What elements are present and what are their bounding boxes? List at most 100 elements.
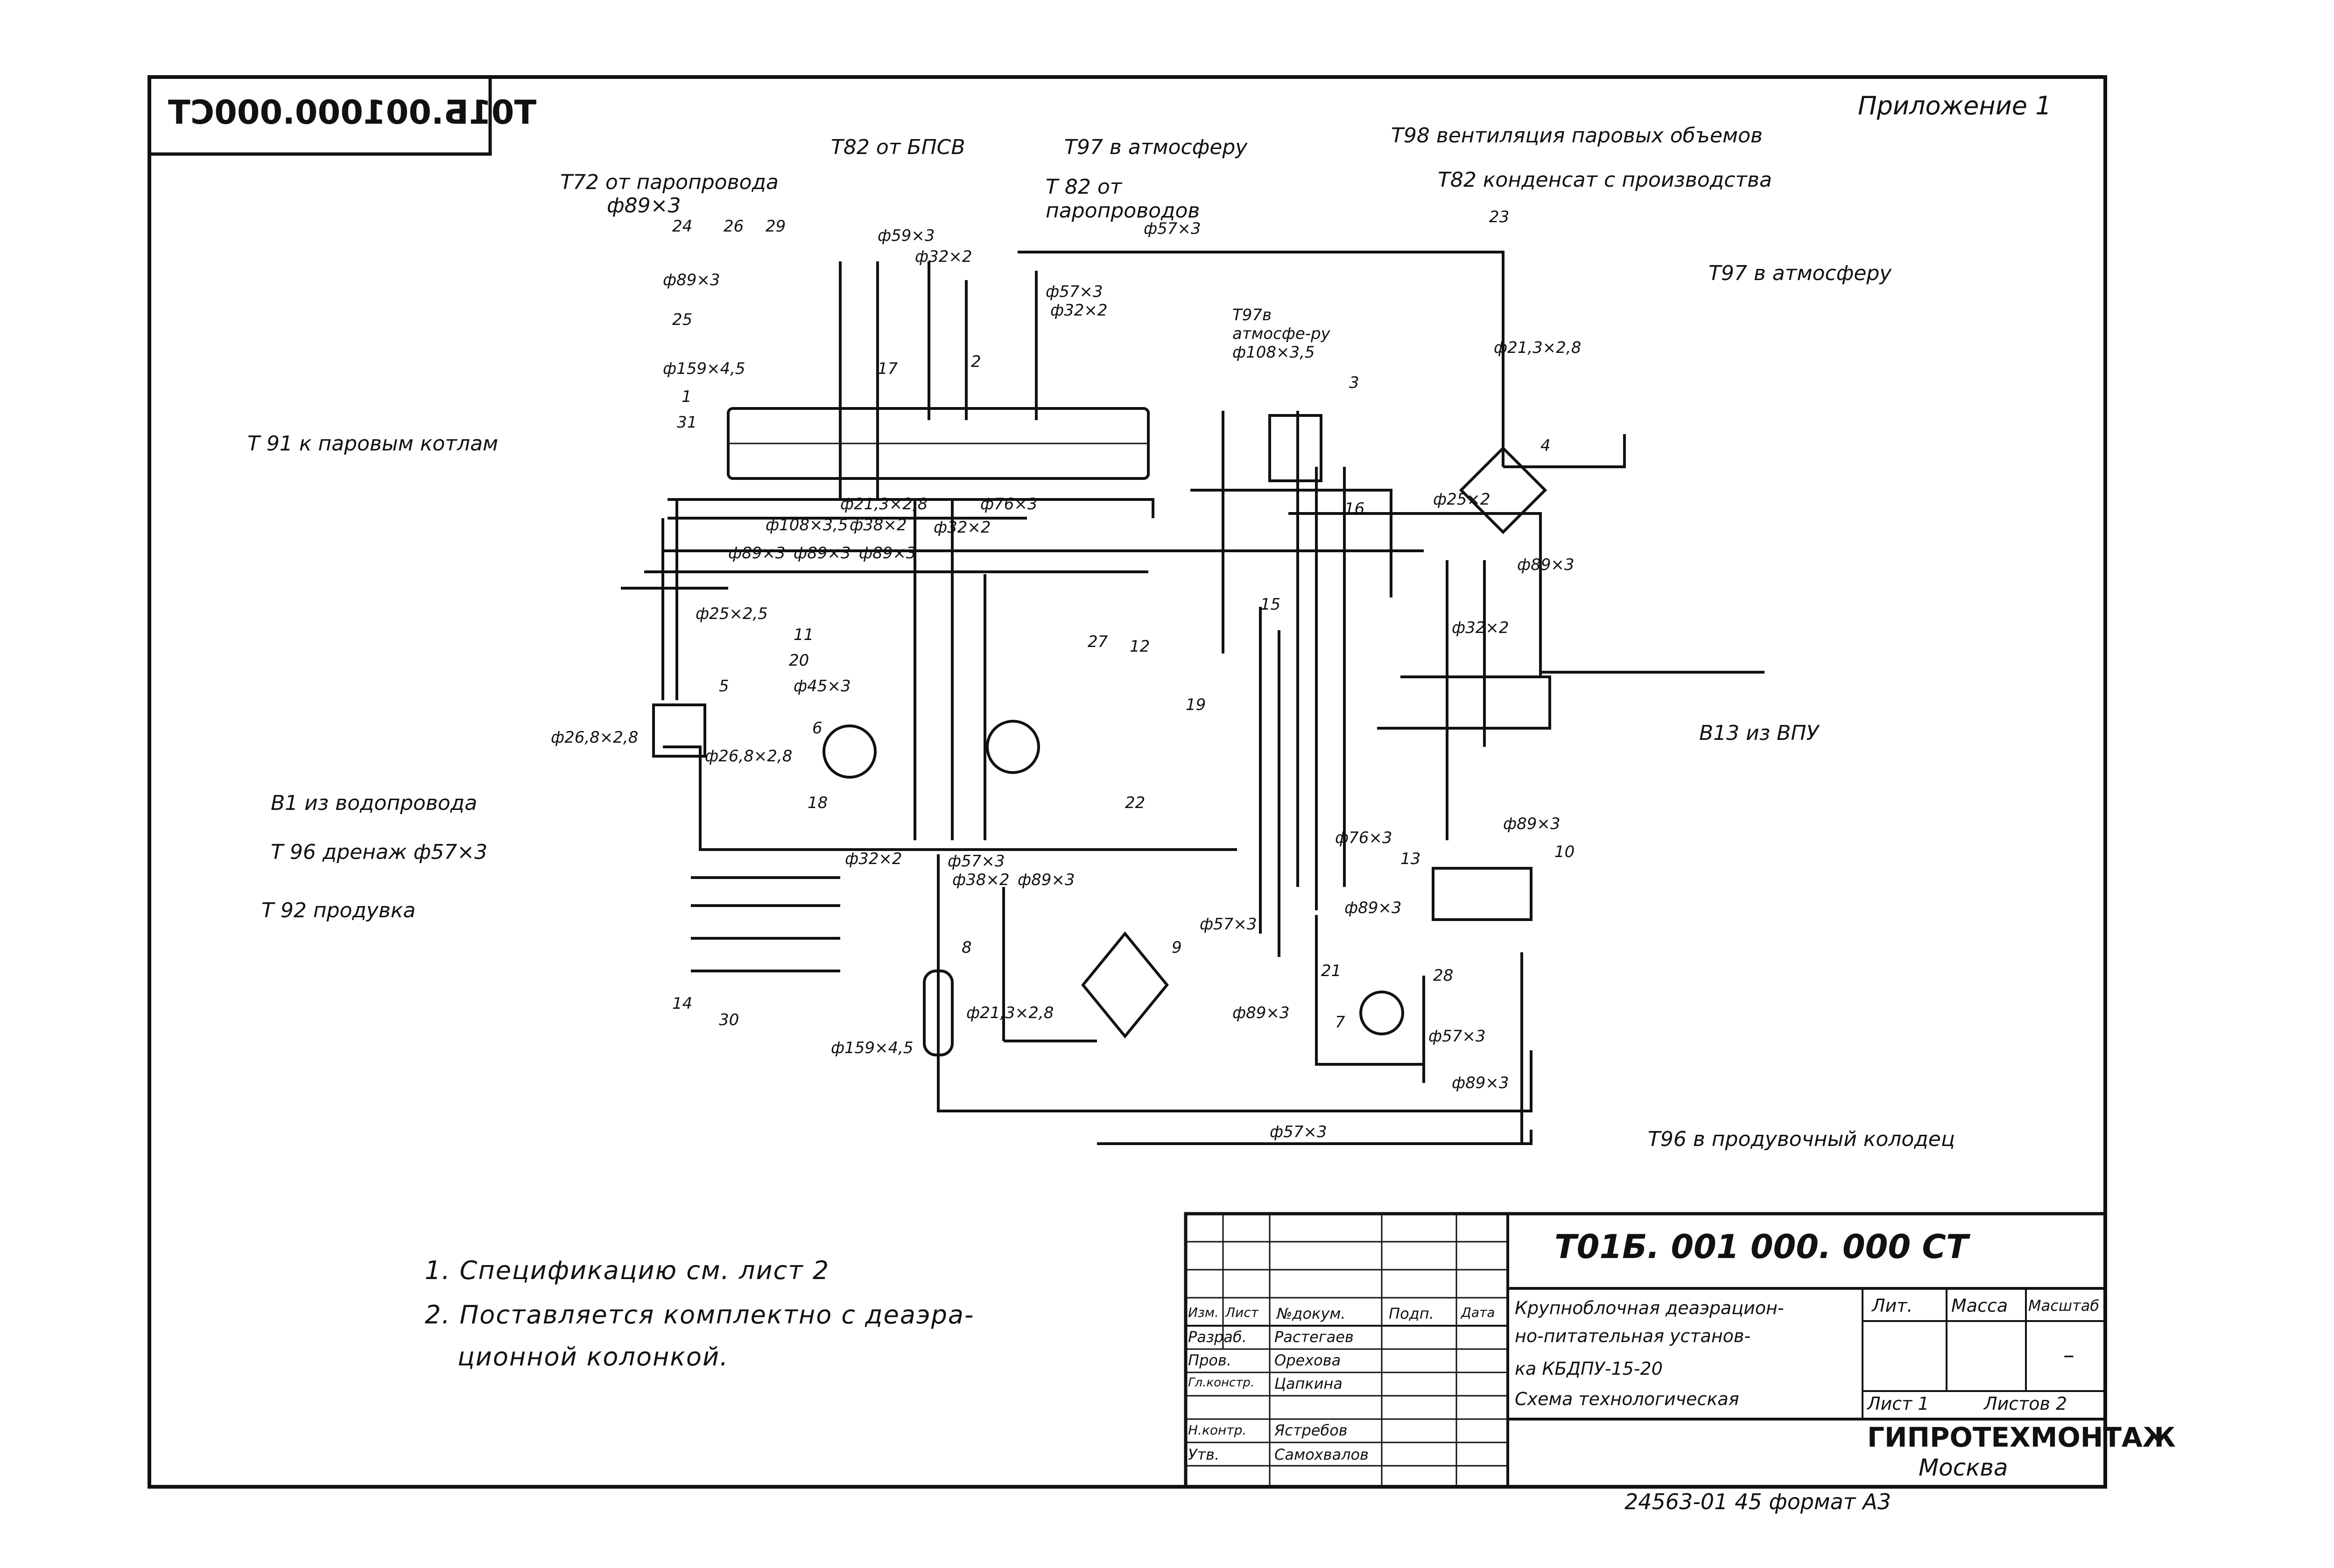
- pump-6b: [986, 720, 1040, 774]
- callout-t98: Т98 вентиляция паровых объемов: [1391, 124, 1763, 148]
- pump-6a: [823, 724, 877, 779]
- callout-t97-right: Т97 в атмосферу: [1708, 261, 1892, 285]
- pipe-size: ф76×3: [980, 495, 1038, 513]
- pipe-size: ф57×3: [1270, 1123, 1327, 1141]
- pipe-size: ф32×2: [934, 518, 991, 537]
- position-number: 4: [1540, 436, 1551, 455]
- position-number: 6: [812, 719, 823, 738]
- col-izm: Изм.: [1188, 1305, 1219, 1320]
- callout-t72-size: ф89×3: [607, 194, 681, 218]
- note-2-cont: ционной колонкой.: [457, 1342, 729, 1371]
- equipment-3: [1268, 414, 1322, 482]
- mirrored-code: Т01Б.001000.000СТ: [168, 93, 537, 132]
- vessel-8: [923, 970, 954, 1056]
- pipe-size: ф26,8×2,8: [705, 747, 793, 766]
- sheets-label: Листов 2: [1984, 1393, 2067, 1414]
- title-line-3: ка КБДПУ-15-20: [1515, 1358, 1663, 1379]
- position-number: 17: [878, 359, 898, 378]
- role-utv: Утв.: [1188, 1446, 1220, 1463]
- pipe-size: ф25×2: [1433, 490, 1490, 509]
- position-number: 1: [682, 387, 692, 406]
- role-razrab: Разраб.: [1188, 1328, 1247, 1346]
- position-number: 22: [1125, 794, 1146, 812]
- position-number: 5: [719, 677, 729, 696]
- pipe-size: ф32×2: [1452, 619, 1509, 637]
- title-line-2: но-питательная установ-: [1515, 1326, 1751, 1346]
- appendix-label: Приложение 1: [1858, 91, 2052, 120]
- position-number: 14: [672, 994, 693, 1013]
- pipe-size: ф32×2: [845, 850, 902, 868]
- title-line-4: Схема технологическая: [1515, 1389, 1739, 1409]
- col-doc: №докум.: [1277, 1305, 1346, 1322]
- position-number: 13: [1400, 850, 1421, 868]
- pipe-size: ф89×3: [1018, 871, 1075, 889]
- heat-exchanger-4: [1459, 446, 1547, 534]
- title-line-1: Крупноблочная деаэрацион-: [1515, 1298, 1784, 1318]
- position-number: 20: [789, 651, 809, 670]
- position-number: 16: [1344, 499, 1365, 518]
- pipe-size: ф89×3: [1503, 815, 1561, 833]
- pump-7: [1359, 991, 1404, 1035]
- pipe-size: ф108×3,5: [766, 516, 848, 534]
- pipe-size: ф21,3×2,8: [1494, 338, 1582, 357]
- sheet-frame: [148, 75, 2107, 1489]
- pipe-size: ф89×3: [1452, 1074, 1509, 1092]
- note-1: 1. Спецификацию см. лист 2: [425, 1256, 830, 1285]
- position-number: 29: [766, 217, 786, 236]
- pipe-size: ф57×3: [1200, 915, 1257, 934]
- pipe-size: ф89×3: [728, 544, 786, 563]
- role-gl: Гл.констр.: [1188, 1376, 1255, 1390]
- callout-t91: Т 91 к паровым котлам: [247, 432, 499, 456]
- note-2: 2. Поставляется комплектно с деаэра-: [425, 1300, 975, 1329]
- callout-t96-drain: Т 96 дренаж ф57×3: [271, 840, 488, 864]
- role-nkontr: Н.контр.: [1188, 1422, 1247, 1438]
- callout-t82-bpsv: Т82 от БПСВ: [831, 135, 965, 159]
- position-number: 3: [1349, 373, 1359, 392]
- position-number: 12: [1130, 637, 1150, 656]
- callout-t82-paroprovod: Т 82 от паропроводов: [1046, 175, 1200, 223]
- callout-t97-mid: Т97в атмосфе-ру ф108×3,5: [1232, 306, 1330, 362]
- pipe-size: ф57×3: [948, 852, 1005, 871]
- position-number: 30: [719, 1011, 739, 1029]
- position-number: 15: [1260, 595, 1281, 614]
- pipe-size: ф89×3: [1344, 899, 1402, 917]
- role-prov: Пров.: [1188, 1351, 1231, 1369]
- heat-exchanger-9: [1081, 931, 1169, 1039]
- pipe-size: ф21,3×2,8: [840, 495, 928, 513]
- position-number: 31: [677, 413, 697, 432]
- name-nkontr: Ястребов: [1274, 1421, 1348, 1439]
- position-number: 21: [1321, 962, 1342, 980]
- callout-b13: В13 из ВПУ: [1699, 721, 1819, 745]
- position-number: 2: [971, 352, 981, 371]
- pipe-size: ф26,8×2,8: [551, 728, 639, 747]
- pipe-size: ф32×2: [1050, 301, 1108, 320]
- pipe-size: ф89×3: [794, 544, 851, 563]
- pipe-size: ф59×3: [878, 226, 935, 245]
- org-name: ГИПРОТЕХМОНТАЖ: [1867, 1421, 2176, 1453]
- pipe-size: ф89×3: [663, 271, 720, 289]
- pipe-size: ф38×2: [952, 871, 1010, 889]
- equipment-5: [652, 703, 706, 758]
- pipe-size: ф89×3: [1517, 555, 1575, 574]
- name-utv: Самохвалов: [1274, 1446, 1369, 1463]
- pipe-size: ф76×3: [1335, 829, 1392, 847]
- pipe-size: ф57×3: [1428, 1027, 1486, 1046]
- position-number: 27: [1088, 633, 1108, 651]
- callout-t92: Т 92 продувка: [261, 899, 416, 922]
- pipe-size: ф159×4,5: [663, 359, 745, 378]
- position-number: 9: [1172, 938, 1182, 957]
- name-gl: Цапкина: [1274, 1375, 1343, 1392]
- pipe-size: ф25×2,5: [696, 605, 768, 623]
- tank-10: [1432, 867, 1533, 921]
- position-number: 23: [1489, 208, 1510, 226]
- position-number: 26: [724, 217, 744, 236]
- doc-code: Т01Б. 001 000. 000 СТ: [1554, 1228, 1968, 1266]
- pipe-size: ф57×3: [1046, 282, 1103, 301]
- title-block-frame: [1184, 1212, 2107, 1489]
- callout-t96-kolodec: Т96 в продувочный колодец: [1648, 1127, 1955, 1151]
- position-number: 24: [672, 217, 693, 236]
- name-prov: Орехова: [1274, 1351, 1341, 1369]
- pipe-size: ф89×3: [1232, 1004, 1290, 1022]
- position-number: 11: [794, 626, 814, 644]
